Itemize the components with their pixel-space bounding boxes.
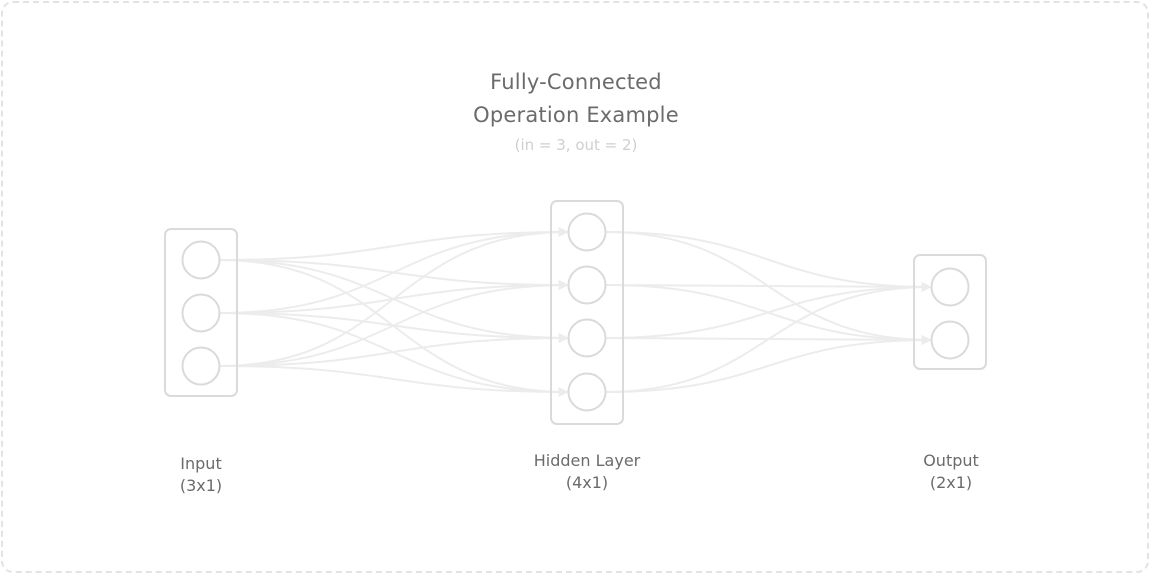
connection-hidden-output-3-0: [605, 282, 932, 393]
hidden-layer-shape: (4x1): [565, 473, 609, 492]
connection-input-hidden-2-1: [219, 280, 569, 367]
output-layer-label: Output (2x1): [851, 450, 1051, 494]
title-line-1: Fully-Connected: [490, 70, 662, 94]
output-neuron-2: [930, 320, 970, 360]
hidden-neuron-4: [567, 372, 607, 412]
input-layer-name: Input: [180, 454, 222, 473]
connection-hidden-output-0-0: [605, 231, 932, 292]
input-neuron-2: [181, 293, 221, 333]
connection-hidden-output-1-0: [605, 281, 932, 292]
output-neuron-1: [930, 267, 970, 307]
output-layer-name: Output: [923, 451, 979, 470]
connection-hidden-output-3-1: [605, 335, 932, 393]
input-layer-box: [164, 228, 238, 397]
connection-input-hidden-2-2: [219, 333, 569, 367]
hidden-neuron-3: [567, 318, 607, 358]
connection-input-hidden-2-0: [219, 227, 569, 367]
input-neuron-3: [181, 346, 221, 386]
hidden-layer-label: Hidden Layer (4x1): [487, 450, 687, 494]
connection-input-hidden-1-0: [219, 227, 569, 314]
input-layer-shape: (3x1): [179, 476, 223, 495]
input-neuron-1: [181, 240, 221, 280]
connection-input-hidden-2-3: [219, 365, 569, 397]
neurons: [181, 212, 970, 412]
output-layer-shape: (2x1): [929, 473, 973, 492]
output-layer-box: [913, 254, 987, 370]
title-block: Fully-Connected Operation Example (in = …: [0, 66, 1152, 156]
hidden-layer-box: [550, 200, 624, 425]
hidden-layer-name: Hidden Layer: [533, 451, 641, 470]
connection-input-hidden-0-0: [219, 227, 569, 261]
connection-hidden-output-2-0: [605, 282, 932, 339]
hidden-neuron-1: [567, 212, 607, 252]
title-line-2: Operation Example: [473, 103, 679, 127]
hidden-neuron-2: [567, 265, 607, 305]
input-layer-label: Input (3x1): [101, 453, 301, 497]
connections: [219, 227, 932, 397]
subtitle: (in = 3, out = 2): [514, 136, 638, 154]
layer-boxes: [164, 200, 987, 425]
